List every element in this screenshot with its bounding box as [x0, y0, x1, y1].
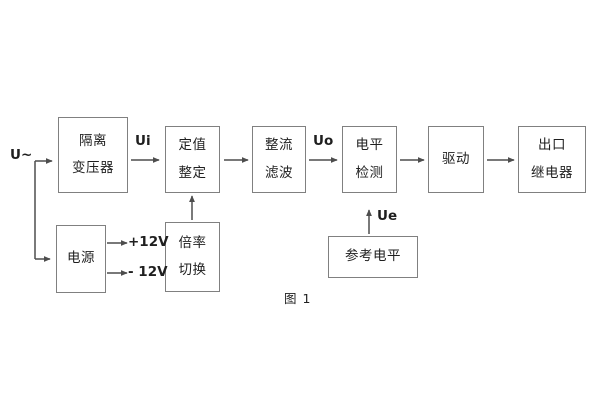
block-level-detect[interactable]: 电平 检测: [342, 126, 397, 193]
label-uo: Uo: [313, 133, 334, 149]
block-output-relay[interactable]: 出口 继电器: [518, 126, 586, 193]
label-rail-negative: - 12V: [128, 264, 168, 280]
block-label-line1: 倍率: [178, 234, 207, 251]
block-rectify-filter[interactable]: 整流 滤波: [252, 126, 306, 193]
label-rail-positive: +12V: [128, 234, 169, 250]
label-ui: Ui: [135, 133, 151, 149]
block-label-line2: 整定: [178, 164, 207, 181]
block-label-line1: 电平: [355, 137, 384, 153]
block-label-line1: 定值: [178, 137, 207, 153]
block-label-line2: 变压器: [72, 160, 114, 176]
block-multiplier-switch[interactable]: 倍率 切换: [165, 222, 220, 292]
label-input-source: U~: [10, 147, 33, 163]
block-reference-level[interactable]: 参考电平: [328, 236, 418, 278]
block-label-line1: 整流: [265, 137, 293, 153]
figure-caption: 图 1: [284, 291, 312, 306]
block-label-line1: 隔离: [79, 132, 107, 149]
block-label-line1: 电源: [67, 250, 95, 267]
block-setting-value[interactable]: 定值 整定: [165, 126, 220, 193]
block-isolation-transformer[interactable]: 隔离 变压器: [58, 117, 128, 193]
block-label-line2: 检测: [355, 164, 384, 181]
block-power-supply[interactable]: 电源: [56, 225, 106, 293]
block-label-line1: 出口: [538, 137, 566, 153]
block-label-line2: 继电器: [531, 164, 573, 181]
label-ue: Ue: [377, 208, 398, 224]
block-drive[interactable]: 驱动: [428, 126, 484, 193]
block-label-line2: 滤波: [265, 164, 293, 181]
block-label-line1: 驱动: [442, 150, 470, 167]
block-label-line1: 参考电平: [345, 248, 401, 265]
block-label-line2: 切换: [178, 262, 207, 278]
